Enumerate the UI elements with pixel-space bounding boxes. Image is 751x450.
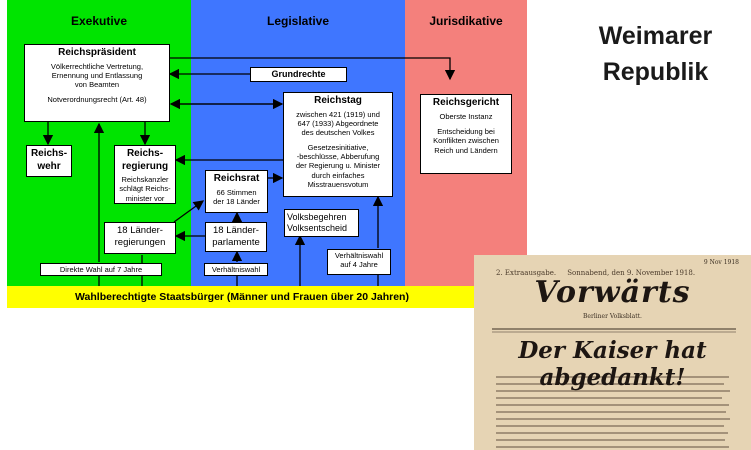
volksbegehren-box: Volksbegehren Volksentscheid xyxy=(284,209,359,237)
laenderregierungen-line-2: regierungen xyxy=(114,236,166,248)
reichstag-title: Reichstag xyxy=(314,95,362,106)
legislative-heading: Legislative xyxy=(266,14,330,28)
direktwahl-label: Direkte Wahl auf 7 Jahre xyxy=(59,265,143,274)
reichswehr-line-1: Reichs- xyxy=(30,148,68,159)
reichsrat-line-1: 66 Stimmen xyxy=(216,187,257,197)
laenderregierungen-box: 18 Länder- regierungen xyxy=(104,222,176,254)
newspaper-rules xyxy=(492,328,736,448)
laenderparlamente-line-2: parlamente xyxy=(212,236,260,248)
reichstag-line-4: Gesetzesinitiative, xyxy=(307,142,369,152)
verhaeltniswahl-4-line-1: Verhältniswahl xyxy=(334,251,384,260)
laenderparlamente-box: 18 Länder- parlamente xyxy=(205,222,267,252)
reichstag-line-7: durch einfaches xyxy=(311,170,365,180)
laenderregierungen-line-1: 18 Länder- xyxy=(117,225,163,236)
direktwahl-box: Direkte Wahl auf 7 Jahre xyxy=(40,263,162,276)
reichsgericht-line-1: Entscheidung bei xyxy=(437,126,495,136)
volksbegehren-line-1: Volksbegehren xyxy=(287,212,347,222)
title-line1: Weimarer xyxy=(598,22,713,50)
verhaeltniswahl-label: Verhältniswahl xyxy=(211,265,261,274)
reichswehr-box: Reichs- wehr xyxy=(26,145,72,177)
reichsrat-line-2: der 18 Länder xyxy=(213,196,260,206)
reichstag-line-8: Misstrauensvotum xyxy=(307,180,369,190)
reichstag-line-5: -beschlüsse, Abberufung xyxy=(296,152,380,161)
reichspraesident-box: Reichspräsident Völkerrechtliche Vertret… xyxy=(24,44,170,122)
reichsgericht-line-3: Reich und Ländern xyxy=(434,145,498,155)
reichsgericht-line-0: Oberste Instanz xyxy=(439,111,493,121)
reichsregierung-line-1: Reichskanzler xyxy=(121,175,169,184)
newspaper-headline: Der Kaiser hat abgedankt! xyxy=(518,337,707,391)
reichspraesident-line-2: Ernennung und Entlassung xyxy=(51,70,143,80)
reichsregierung-box: Reichs- regierung Reichskanzler schlägt … xyxy=(114,145,176,204)
newspaper-issue: 2. Extraausgabe. xyxy=(496,269,557,277)
newspaper-note: 9 Nov 1918 xyxy=(703,259,739,266)
reichsgericht-line-2: Konflikten zwischen xyxy=(433,136,499,146)
newspaper-subtitle: Berliner Volksblatt. xyxy=(583,313,642,320)
reichspraesident-extra: Notverordnungsrecht (Art. 48) xyxy=(47,94,147,104)
reichsrat-box: Reichsrat 66 Stimmen der 18 Länder xyxy=(205,170,268,213)
reichstag-line-6: der Regierung u. Minister xyxy=(295,161,381,171)
verhaeltniswahl-4-box: Verhältniswahl auf 4 Jahre xyxy=(327,249,391,275)
reichsgericht-box: Reichsgericht Oberste Instanz Entscheidu… xyxy=(420,94,512,174)
laenderparlamente-line-1: 18 Länder- xyxy=(213,225,259,236)
reichsregierung-line-2: schlägt Reichs- xyxy=(119,184,171,194)
verhaeltniswahl-box: Verhältniswahl xyxy=(204,263,268,276)
newspaper-masthead: Vorwärts xyxy=(534,275,691,310)
reichspraesident-line-3: von Beamten xyxy=(74,80,120,90)
jurisdikative-heading: Jurisdikative xyxy=(429,14,503,28)
reichsregierung-title-1: Reichs- xyxy=(126,148,164,159)
reichswehr-line-2: wehr xyxy=(37,160,61,172)
reichstag-line-1: zwischen 421 (1919) und xyxy=(296,109,380,119)
reichspraesident-line-1: Völkerrechtliche Vertretung, xyxy=(50,61,144,71)
newspaper-date: Sonnabend, den 9. November 1918. xyxy=(567,269,696,277)
footer-bar: Wahlberechtigte Staatsbürger (Männer und… xyxy=(7,286,477,308)
reichsgericht-title: Reichsgericht xyxy=(432,97,500,108)
reichsrat-title: Reichsrat xyxy=(213,173,260,184)
volksbegehren-line-2: Volksentscheid xyxy=(287,223,348,234)
grundrechte-label: Grundrechte xyxy=(271,69,326,79)
verhaeltniswahl-4-line-2: auf 4 Jahre xyxy=(340,260,378,269)
reichspraesident-title: Reichspräsident xyxy=(58,47,136,58)
vorwaerts-newspaper-image: 9 Nov 1918 2. Extraausgabe. Sonnabend, d… xyxy=(474,255,751,450)
reichsregierung-line-3: minister vor xyxy=(125,193,165,203)
reichstag-line-3: des deutschen Volkes xyxy=(301,128,375,138)
exekutive-heading: Exekutive xyxy=(70,14,128,28)
footer-text: Wahlberechtigte Staatsbürger (Männer und… xyxy=(75,291,409,303)
reichstag-line-2: 647 (1933) Abgeordnete xyxy=(297,118,379,128)
reichstag-box: Reichstag zwischen 421 (1919) und 647 (1… xyxy=(283,92,393,197)
grundrechte-box: Grundrechte xyxy=(250,67,347,82)
title-line2: Republik xyxy=(602,58,709,86)
reichsregierung-title-2: regierung xyxy=(121,160,169,172)
newspaper-header: 2. Extraausgabe. Sonnabend, den 9. Novem… xyxy=(496,269,695,277)
